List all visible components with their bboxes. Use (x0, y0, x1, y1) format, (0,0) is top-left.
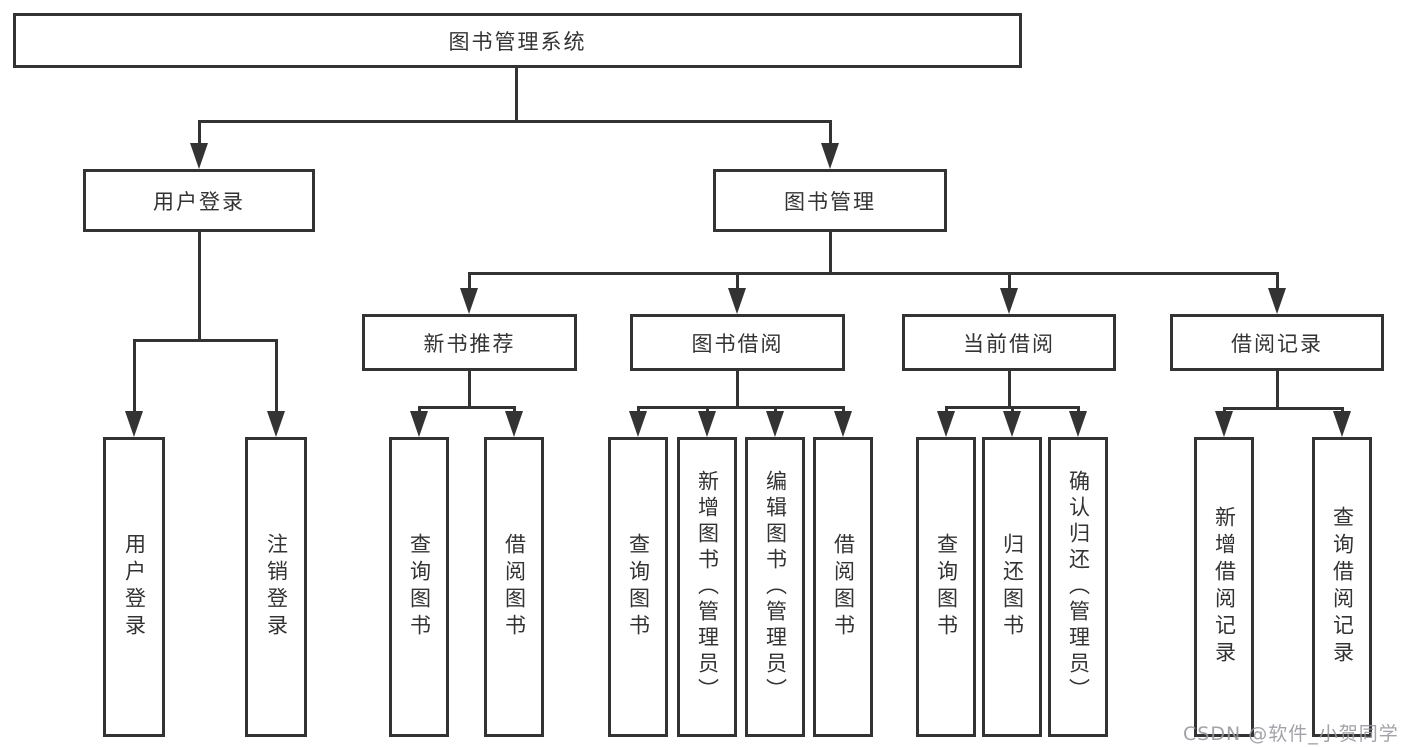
leaf-query-books-recommend: 查询图书 (389, 437, 449, 737)
arrow-down-icon (1268, 288, 1286, 314)
node-book-management: 图书管理 (713, 169, 947, 232)
connector-line (418, 406, 421, 414)
connector-line (829, 120, 832, 150)
leaf-add-book-admin: 新增图书（管理员） (677, 437, 737, 737)
node-label: 查询图书 (407, 533, 432, 641)
connector-line (736, 272, 739, 292)
node-label: 借阅图书 (831, 533, 856, 641)
connector-line (637, 406, 844, 409)
arrow-down-icon (125, 411, 143, 437)
node-book-borrowing: 图书借阅 (630, 314, 845, 371)
node-label: 用户登录 (153, 189, 245, 214)
arrow-down-icon (460, 288, 478, 314)
arrow-down-icon (821, 143, 839, 169)
node-label: 查询图书 (626, 533, 651, 641)
leaf-confirm-return-admin: 确认归还（管理员） (1048, 437, 1108, 737)
node-label: 新增图书（管理员） (695, 470, 720, 704)
node-label: 新增借阅记录 (1212, 506, 1237, 668)
leaf-add-borrow-record: 新增借阅记录 (1194, 437, 1254, 737)
connector-line (198, 232, 201, 341)
leaf-edit-book-admin: 编辑图书（管理员） (745, 437, 805, 737)
watermark-text: CSDN @软件_小贺同学 (1183, 723, 1399, 745)
connector-line (945, 406, 948, 414)
arrow-down-icon (267, 411, 285, 437)
arrow-down-icon (834, 411, 852, 437)
node-label: 借阅记录 (1231, 331, 1323, 356)
node-label: 当前借阅 (963, 331, 1055, 356)
connector-line (842, 406, 845, 414)
connector-line (468, 371, 471, 408)
arrow-down-icon (1215, 411, 1233, 437)
connector-line (1008, 371, 1011, 408)
connector-line (133, 339, 278, 342)
leaf-borrow-books-recommend: 借阅图书 (484, 437, 544, 737)
arrow-down-icon (629, 411, 647, 437)
node-label: 图书管理系统 (448, 29, 587, 54)
node-new-book-recommendation: 新书推荐 (362, 314, 577, 371)
node-label: 借阅图书 (502, 533, 527, 641)
connector-line (829, 232, 832, 274)
connector-line (418, 406, 515, 409)
arrow-down-icon (766, 411, 784, 437)
connector-line (513, 406, 516, 414)
node-label: 图书管理 (784, 189, 876, 214)
node-user-login: 用户登录 (83, 169, 315, 232)
arrow-down-icon (505, 411, 523, 437)
node-label: 编辑图书（管理员） (763, 470, 788, 704)
arrow-down-icon (1333, 411, 1351, 437)
connector-line (1341, 407, 1344, 414)
node-current-borrowing: 当前借阅 (902, 314, 1116, 371)
node-root: 图书管理系统 (13, 13, 1022, 68)
leaf-return-books: 归还图书 (982, 437, 1042, 737)
node-label: 确认归还（管理员） (1066, 470, 1091, 704)
node-label: 查询借阅记录 (1330, 506, 1355, 668)
connector-line (706, 406, 709, 414)
arrow-down-icon (698, 411, 716, 437)
connector-line (468, 272, 471, 292)
connector-line (1276, 371, 1279, 409)
connector-line (468, 272, 1278, 275)
connector-line (1223, 407, 1344, 410)
connector-line (1011, 406, 1014, 414)
node-label: 查询图书 (934, 533, 959, 641)
arrow-down-icon (410, 411, 428, 437)
connector-line (515, 68, 518, 120)
leaf-query-books-current: 查询图书 (916, 437, 976, 737)
arrow-down-icon (1000, 288, 1018, 314)
connector-line (198, 120, 831, 123)
node-borrowing-records: 借阅记录 (1170, 314, 1384, 371)
connector-line (1276, 272, 1279, 292)
connector-line (1223, 407, 1226, 414)
connector-line (198, 120, 201, 150)
connector-line (1008, 272, 1011, 292)
connector-line (133, 339, 136, 413)
leaf-user-login: 用户登录 (103, 437, 165, 737)
node-label: 新书推荐 (423, 331, 516, 356)
leaf-borrow-books-borrowing: 借阅图书 (813, 437, 873, 737)
connector-line (736, 371, 739, 408)
arrow-down-icon (190, 143, 208, 169)
leaf-query-borrow-record: 查询借阅记录 (1312, 437, 1372, 737)
node-label: 归还图书 (1000, 533, 1025, 641)
arrow-down-icon (1069, 411, 1087, 437)
leaf-logout: 注销登录 (245, 437, 307, 737)
arrow-down-icon (937, 411, 955, 437)
connector-line (1077, 406, 1080, 414)
arrow-down-icon (1003, 411, 1021, 437)
arrow-down-icon (728, 288, 746, 314)
connector-line (275, 339, 278, 413)
node-label: 用户登录 (122, 533, 147, 641)
connector-line (637, 406, 640, 414)
node-label: 图书借阅 (691, 331, 784, 356)
leaf-query-books-borrowing: 查询图书 (608, 437, 668, 737)
connector-line (774, 406, 777, 414)
node-label: 注销登录 (264, 533, 289, 641)
